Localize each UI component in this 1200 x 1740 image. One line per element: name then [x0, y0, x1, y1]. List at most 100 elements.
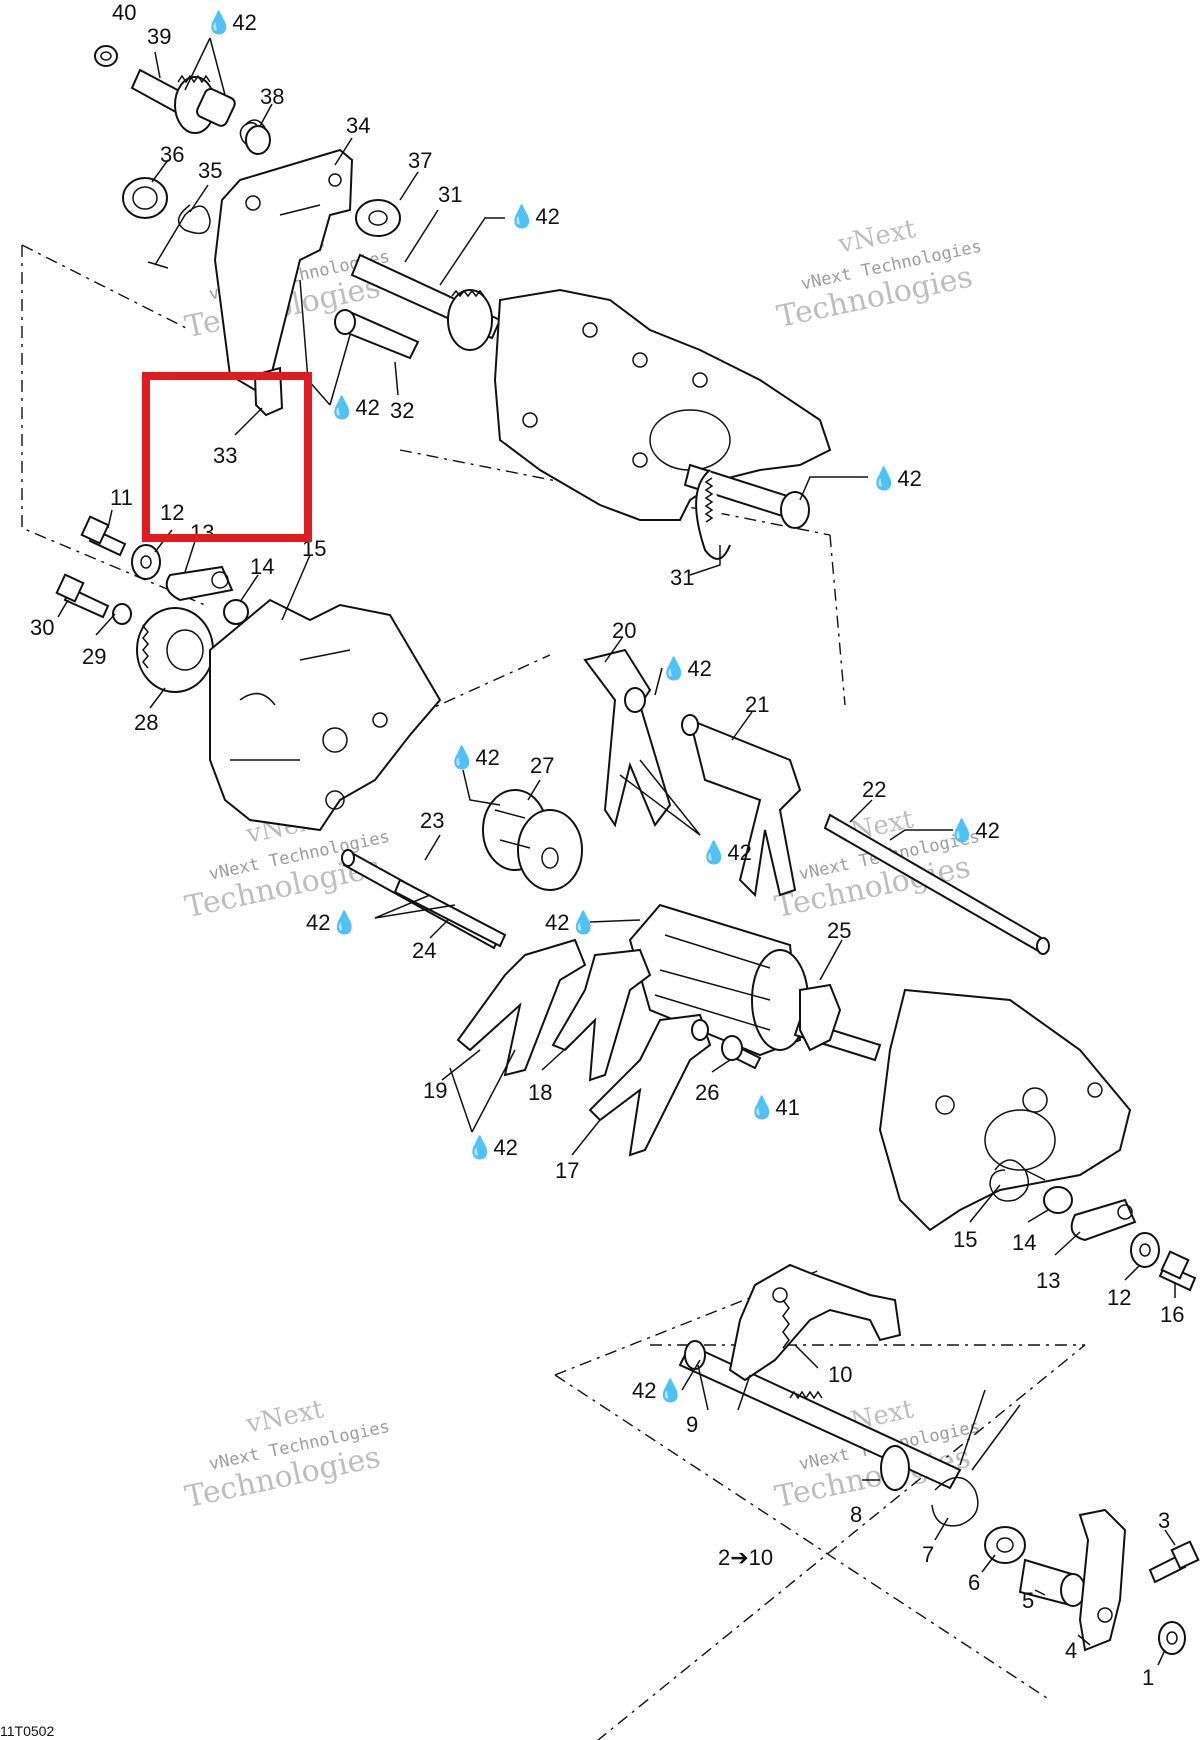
lube-callouts: 💧42 💧42 💧42 💧42 💧42 💧42 💧42 💧42 42💧 42💧 … [205, 10, 1000, 1403]
label-38: 38 [260, 84, 284, 109]
label-12-right: 12 [1107, 1285, 1131, 1310]
label-20: 20 [612, 618, 636, 643]
right-housing [878, 988, 1132, 1232]
label-1: 1 [1142, 1665, 1154, 1690]
lube-42-forks-lower: 💧42 [466, 1135, 518, 1160]
part-32-pin [334, 309, 420, 360]
label-33: 33 [213, 443, 237, 468]
label-16: 16 [1160, 1302, 1184, 1327]
label-18: 18 [528, 1080, 552, 1105]
lube-42-rod22: 💧42 [948, 818, 1000, 843]
part-12-washer-right [1130, 1232, 1160, 1268]
label-30: 30 [30, 615, 54, 640]
part-11-bolt [80, 515, 127, 557]
part-28-gear [136, 607, 214, 693]
label-14: 14 [250, 554, 274, 579]
label-31-bottom: 31 [670, 565, 694, 590]
part-16-bolt [1158, 1250, 1197, 1292]
part-30-bolt [55, 573, 110, 619]
part-14-washer-right [1043, 1186, 1073, 1214]
part-labels: 40 39 38 34 36 35 37 31 32 33 31 11 12 1… [30, 0, 1184, 1690]
part-27-drum-gear [482, 789, 583, 891]
label-35: 35 [198, 158, 222, 183]
part-34-lever-plate [213, 148, 354, 392]
drawing-code: 11T0502 [0, 1723, 54, 1739]
part-12-washer [131, 544, 161, 580]
label-12: 12 [160, 500, 184, 525]
upper-housing [493, 288, 832, 521]
label-22: 22 [862, 777, 886, 802]
part-17-fork [588, 1013, 712, 1157]
part-8-collar [880, 1445, 910, 1491]
central-housing [209, 598, 442, 832]
label-15-right: 15 [953, 1227, 977, 1252]
part-14-washer [223, 599, 249, 625]
label-28: 28 [134, 710, 158, 735]
lube-42-rods: 42💧 [306, 910, 358, 935]
label-7: 7 [922, 1542, 934, 1567]
part-38-spring [239, 119, 271, 155]
watermark-top-right: vNext vNext Technologies Technologies [774, 214, 984, 335]
label-40: 40 [112, 0, 136, 25]
part-29-washer [112, 603, 132, 625]
watermark-middle-right: vNext vNext Technologies Technologies [772, 804, 982, 925]
leader-lines [57, 37, 1176, 1666]
part-24-rod [393, 878, 507, 948]
label-10: 10 [828, 1362, 852, 1387]
label-11: 11 [110, 485, 133, 510]
part-3-bolt [1148, 1540, 1200, 1584]
label-25: 25 [827, 918, 851, 943]
label-23: 23 [420, 808, 444, 833]
label-17: 17 [555, 1158, 579, 1183]
part-4-lever-block [1078, 1508, 1127, 1652]
part-31-gear-lower [683, 463, 810, 560]
label-13-right: 13 [1036, 1268, 1060, 1293]
part-25-shift-drum [628, 903, 882, 1062]
label-39: 39 [147, 24, 171, 49]
label-3: 3 [1158, 1508, 1170, 1533]
part-1-washer [1158, 1621, 1186, 1655]
label-24: 24 [412, 938, 436, 963]
part-20-fork [583, 648, 672, 828]
watermark-bottom-left: vNext vNext Technologies Technologies [182, 1394, 392, 1515]
label-32: 32 [390, 398, 414, 423]
label-6: 6 [968, 1570, 980, 1595]
label-8: 8 [850, 1502, 862, 1527]
part-26-bolt [721, 1035, 762, 1070]
label-37: 37 [408, 148, 432, 173]
label-9: 9 [686, 1412, 698, 1437]
lube-42-shaft: 💧42 [508, 204, 560, 229]
label-4: 4 [1065, 1638, 1077, 1663]
part-13-plate [165, 565, 234, 602]
lube-42-top: 💧42 [205, 10, 257, 35]
part-6-washer [984, 1526, 1026, 1564]
part-31-shaft-upper [350, 253, 502, 351]
lube-42-shift-shaft: 42💧 [632, 1378, 684, 1403]
part-37-washer [355, 199, 401, 237]
label-31-top: 31 [438, 182, 462, 207]
part-21-fork [681, 714, 802, 898]
label-21: 21 [745, 692, 769, 717]
lube-42-center: 42💧 [545, 910, 597, 935]
part-7-return-spring [931, 1389, 1021, 1527]
assembly-range-label: 2➔10 [718, 1545, 773, 1570]
label-14-right: 14 [1012, 1230, 1036, 1255]
lube-42-pin: 💧42 [328, 395, 380, 420]
lube-41: 💧41 [748, 1095, 800, 1120]
label-36: 36 [160, 142, 184, 167]
lube-42-drum: 💧42 [448, 745, 500, 770]
part-13-plate-right [1070, 1198, 1137, 1242]
label-19: 19 [423, 1078, 447, 1103]
lube-42-fork20: 💧42 [660, 656, 712, 681]
part-19-fork [456, 938, 587, 1077]
part-39-gear-shaft [130, 68, 236, 134]
part-10-spring [782, 1299, 790, 1349]
part-35-return-spring [147, 204, 211, 269]
highlight-box-part-33 [142, 372, 312, 542]
label-26: 26 [695, 1080, 719, 1105]
lube-42-forks: 💧42 [700, 840, 752, 865]
label-34: 34 [346, 113, 370, 138]
label-27: 27 [530, 753, 554, 778]
